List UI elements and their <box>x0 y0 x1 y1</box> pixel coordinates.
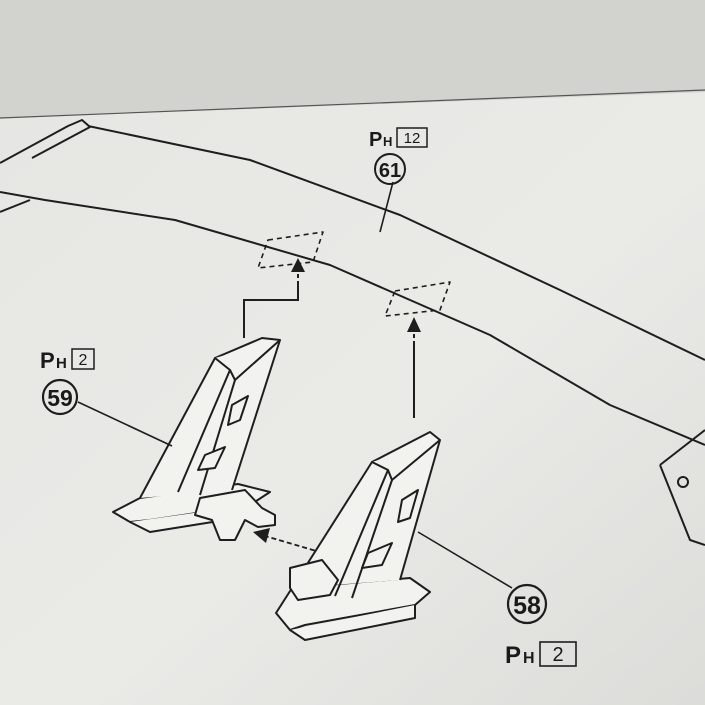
page-edge-shadow <box>0 0 705 118</box>
part-label-58: 58 P H 2 <box>505 583 577 669</box>
leader-line-59 <box>77 401 173 447</box>
stay-part-59 <box>112 337 281 541</box>
leader-line-58 <box>417 531 513 589</box>
arrow-head-left <box>253 528 270 543</box>
gate-number: 12 <box>404 130 421 147</box>
part-label-61: P H 12 61 <box>369 127 428 185</box>
runner-subletter: H <box>523 650 535 667</box>
part-number-circle <box>374 153 406 185</box>
wing-part-61 <box>0 119 705 546</box>
runner-subletter: H <box>383 134 392 149</box>
gate-number: 2 <box>79 352 88 369</box>
arrow-head-up-right <box>407 317 421 332</box>
part-number-circle <box>41 378 79 416</box>
part-number: 61 <box>379 160 401 182</box>
part-number: 58 <box>513 592 541 620</box>
runner-letter: P <box>505 642 521 669</box>
runner-letter: P <box>40 348 55 373</box>
assembly-arrows <box>243 258 421 556</box>
part-label-59: P H 2 59 <box>40 348 95 416</box>
page-top-edge <box>0 89 705 119</box>
paper-sheet <box>0 92 705 705</box>
gate-box <box>71 348 95 370</box>
part-number: 59 <box>47 385 73 411</box>
leader-line-61 <box>379 181 394 233</box>
part-number-circle <box>506 583 548 625</box>
stay-part-58 <box>275 431 441 641</box>
gate-box <box>396 127 428 148</box>
runner-subletter: H <box>56 355 67 372</box>
runner-letter: P <box>369 129 382 151</box>
arrow-head-up-left <box>291 258 305 272</box>
gate-number: 2 <box>552 644 563 666</box>
gate-box <box>539 641 577 667</box>
